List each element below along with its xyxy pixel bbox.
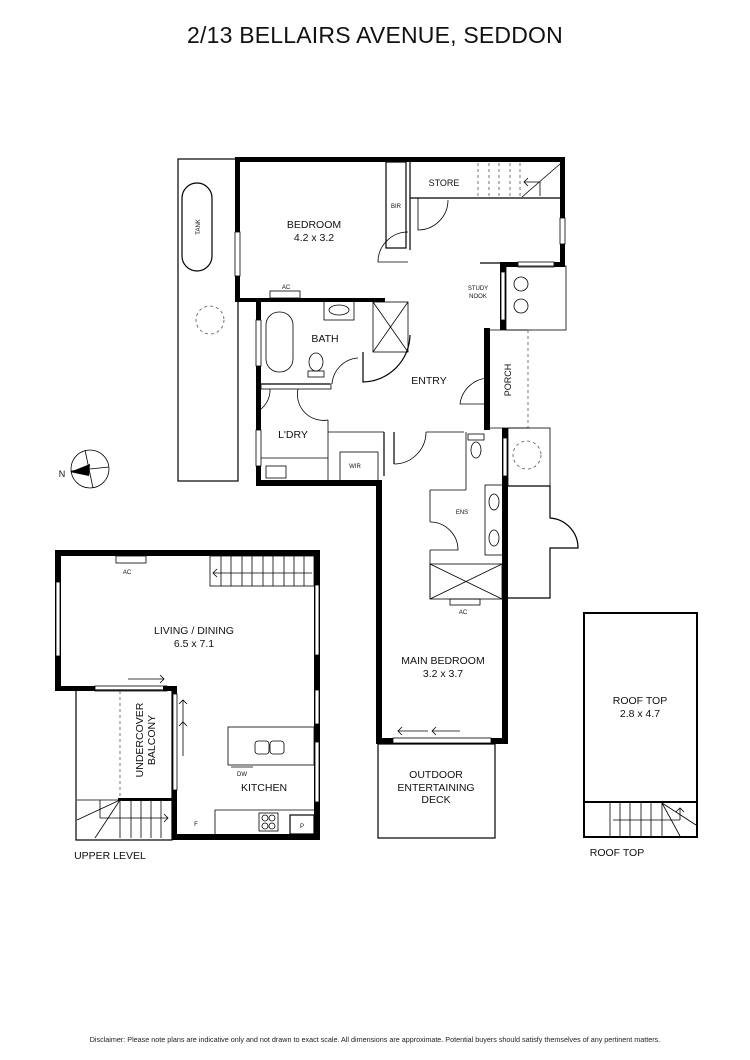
- ground-floor-labels: BEDROOM 4.2 x 3.2 BIR STORE STUDY NOOK B…: [278, 178, 488, 806]
- upper-level-caption: UPPER LEVEL: [74, 850, 146, 862]
- compass-label: N: [59, 469, 66, 479]
- store-label: STORE: [429, 178, 460, 188]
- roof-top-caption: ROOF TOP: [590, 847, 644, 859]
- compass: N: [59, 449, 110, 489]
- tank: TANK: [181, 182, 213, 272]
- ac-label-upper: AC: [123, 570, 132, 576]
- dw-label: DW: [237, 772, 247, 778]
- ens-label: ENS: [456, 510, 468, 516]
- tank-label: TANK: [196, 219, 202, 235]
- main-bedroom-label: MAIN BEDROOM: [401, 655, 484, 667]
- study-label: STUDY: [468, 286, 488, 292]
- balcony-label-2: BALCONY: [146, 715, 158, 765]
- tree-icon: [195, 305, 225, 335]
- roof-top-plan: ROOF TOP 2.8 x 4.7 ROOF TOP: [583, 612, 698, 859]
- main-bedroom-dims: 3.2 x 3.7: [423, 668, 463, 680]
- living-label: LIVING / DINING: [154, 625, 234, 637]
- deck-label-3: DECK: [421, 794, 450, 806]
- porch-label: PORCH: [503, 364, 513, 397]
- nook-label: NOOK: [469, 294, 487, 300]
- ac-label-main: AC: [459, 610, 468, 616]
- roof-top-label: ROOF TOP: [613, 695, 667, 707]
- deck-label-2: ENTERTAINING: [397, 782, 474, 794]
- upper-level-labels: LIVING / DINING 6.5 x 7.1 UNDERCOVER BAL…: [74, 625, 287, 862]
- plan-title: 2/13 BELLAIRS AVENUE, SEDDON: [187, 22, 563, 48]
- north-arrow-icon: [70, 464, 90, 476]
- roof-top-dims: 2.8 x 4.7: [620, 708, 660, 720]
- fridge-label: F: [194, 822, 198, 828]
- deck-label-1: OUTDOOR: [409, 769, 463, 781]
- balcony-label-1: UNDERCOVER: [134, 702, 146, 777]
- ac-label: AC: [282, 285, 291, 291]
- bedroom-label: BEDROOM: [287, 219, 341, 231]
- bedroom-dims: 4.2 x 3.2: [294, 232, 334, 244]
- ground-floor-plan: TANK: [177, 157, 579, 839]
- wir-label: WIR: [349, 464, 361, 470]
- bir-label: BIR: [391, 204, 402, 210]
- bath-label: BATH: [311, 333, 338, 345]
- pantry-label: P: [300, 824, 304, 830]
- disclaimer: Disclaimer: Please note plans are indica…: [89, 1035, 661, 1044]
- tree-icon: [512, 440, 542, 470]
- upper-level-plan: AC DW: [55, 550, 320, 841]
- kitchen-label: KITCHEN: [241, 782, 287, 794]
- ldry-label: L'DRY: [278, 429, 308, 441]
- entry-label: ENTRY: [411, 375, 446, 387]
- living-dims: 6.5 x 7.1: [174, 638, 214, 650]
